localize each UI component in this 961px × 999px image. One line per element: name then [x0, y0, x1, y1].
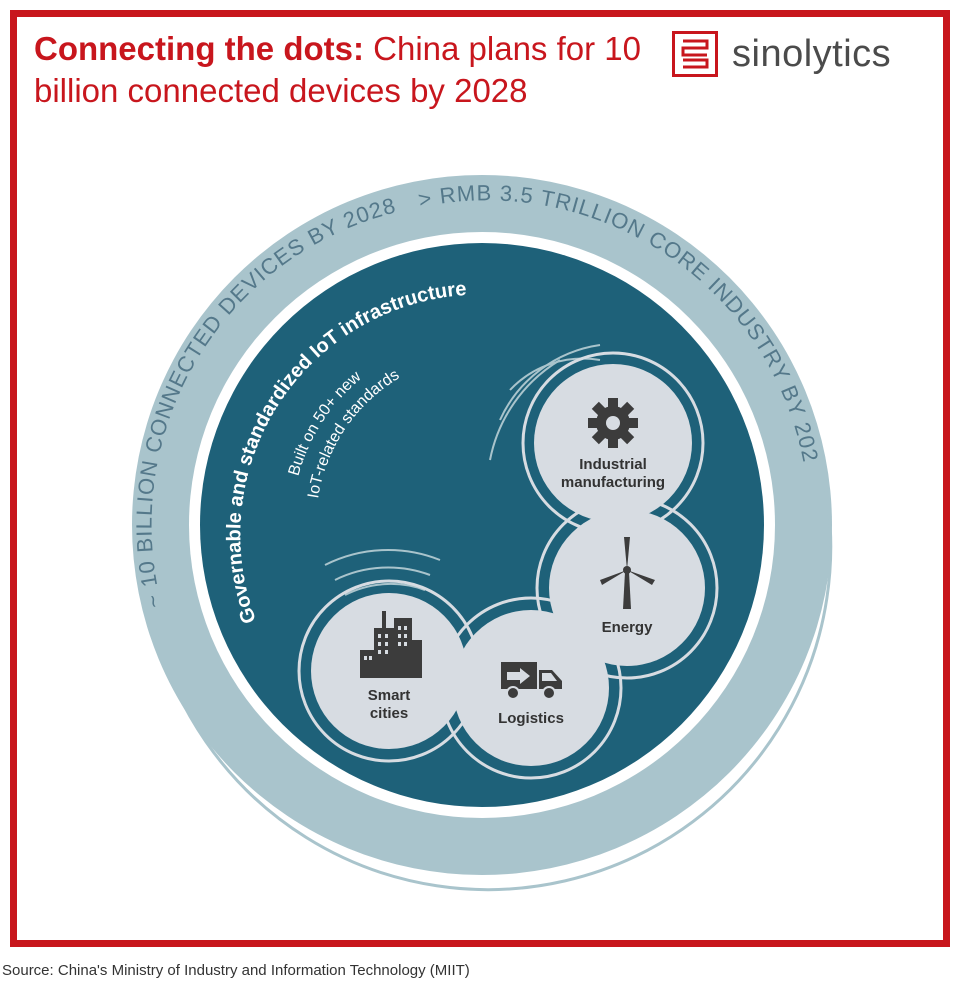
node-label: Logistics — [498, 710, 564, 727]
node-label: Smart — [368, 687, 411, 704]
node-smart-cities: Smart cities — [297, 579, 481, 763]
node-label: Industrial — [579, 456, 647, 473]
title-emphasis: Connecting the dots: — [34, 30, 364, 67]
node-logistics: Logistics — [439, 596, 623, 780]
city-buildings-icon — [360, 611, 422, 678]
node-industrial-manufacturing: Industrial manufacturing — [521, 351, 705, 535]
source-note: Source: China's Ministry of Industry and… — [2, 962, 470, 979]
title-rest: China plans for 10 billion connected dev… — [34, 30, 641, 109]
gear-icon — [588, 398, 638, 448]
delivery-truck-icon — [501, 662, 562, 700]
outer-ring-outline — [152, 469, 833, 892]
brand-logo: sinolytics — [672, 30, 891, 78]
node-label: Energy — [602, 619, 654, 636]
node-energy: Energy — [535, 496, 719, 680]
sinolytics-logo-mark-icon — [672, 31, 718, 77]
node-label: cities — [370, 705, 408, 722]
page-title: Connecting the dots: China plans for 10 … — [34, 28, 674, 112]
connection-arcs — [324, 344, 601, 596]
node-label: manufacturing — [561, 474, 665, 491]
wind-turbine-icon — [600, 537, 655, 609]
logo-wordmark: sinolytics — [732, 32, 892, 75]
